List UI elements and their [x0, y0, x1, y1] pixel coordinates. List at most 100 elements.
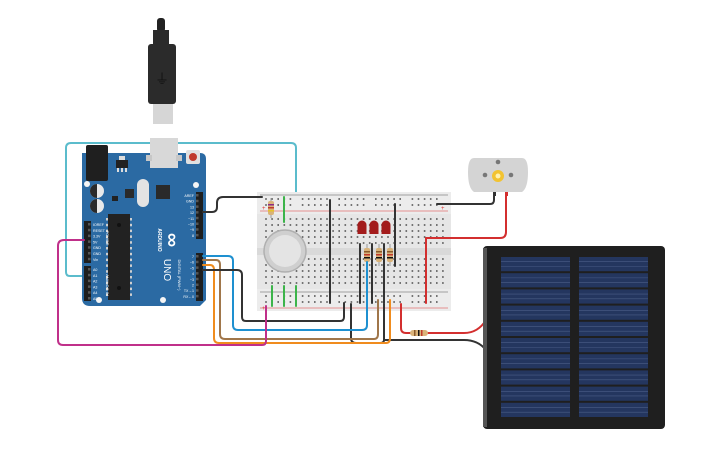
breadboard-hole[interactable] [405, 242, 408, 244]
breadboard-hole[interactable] [429, 218, 432, 220]
breadboard-hole[interactable] [320, 258, 322, 260]
breadboard-hole[interactable] [387, 236, 389, 238]
breadboard-hole[interactable] [307, 242, 310, 244]
breadboard-hole[interactable] [436, 242, 438, 244]
header-pin[interactable] [88, 273, 91, 277]
breadboard-hole[interactable] [265, 270, 267, 272]
breadboard-hole[interactable] [417, 301, 420, 303]
breadboard-hole[interactable] [362, 204, 365, 206]
breadboard-hole[interactable] [320, 301, 322, 303]
breadboard-hole[interactable] [350, 295, 353, 297]
breadboard-hole[interactable] [393, 270, 395, 272]
breadboard-hole[interactable] [399, 230, 401, 232]
wire-black-pin4[interactable] [202, 269, 345, 322]
breadboard-hole[interactable] [356, 198, 359, 200]
breadboard-hole[interactable] [265, 282, 267, 284]
breadboard-hole[interactable] [393, 276, 395, 278]
header-pin[interactable] [88, 257, 91, 261]
breadboard-hole[interactable] [344, 276, 347, 278]
breadboard-hole[interactable] [338, 218, 340, 220]
breadboard-hole[interactable] [332, 230, 334, 232]
breadboard-hole[interactable] [338, 198, 340, 200]
breadboard-hole[interactable] [301, 276, 304, 278]
breadboard-hole[interactable] [320, 230, 322, 232]
breadboard-hole[interactable] [375, 295, 377, 297]
header-pin[interactable] [196, 266, 199, 269]
breadboard-hole[interactable] [405, 218, 408, 220]
breadboard-hole[interactable] [271, 282, 273, 284]
header-pin[interactable] [88, 291, 91, 294]
breadboard-hole[interactable] [405, 270, 408, 272]
breadboard-hole[interactable] [277, 282, 279, 284]
breadboard-hole[interactable] [423, 276, 426, 278]
breadboard-hole[interactable] [307, 264, 310, 266]
breadboard-hole[interactable] [314, 258, 316, 260]
header-pin[interactable] [88, 279, 91, 283]
breadboard-hole[interactable] [436, 230, 438, 232]
breadboard-hole[interactable] [399, 198, 401, 200]
breadboard-hole[interactable] [326, 301, 328, 303]
breadboard-hole[interactable] [411, 264, 414, 266]
breadboard-hole[interactable] [417, 218, 420, 220]
breadboard-hole[interactable] [301, 230, 304, 232]
breadboard-hole[interactable] [307, 230, 310, 232]
breadboard-hole[interactable] [368, 282, 371, 284]
pullup-resistor[interactable] [268, 198, 274, 218]
breadboard-hole[interactable] [344, 301, 347, 303]
breadboard-hole[interactable] [436, 224, 438, 226]
breadboard-hole[interactable] [350, 218, 353, 220]
breadboard-hole[interactable] [326, 224, 328, 226]
breadboard-hole[interactable] [423, 282, 426, 284]
breadboard-hole[interactable] [429, 301, 432, 303]
breadboard-hole[interactable] [399, 224, 401, 226]
breadboard-hole[interactable] [320, 270, 322, 272]
breadboard-hole[interactable] [265, 264, 267, 266]
breadboard-hole[interactable] [362, 295, 365, 297]
breadboard-hole[interactable] [307, 301, 310, 303]
header-pin[interactable] [88, 268, 91, 271]
breadboard-hole[interactable] [265, 224, 267, 226]
breadboard-hole[interactable] [399, 258, 401, 260]
breadboard-hole[interactable] [326, 295, 328, 297]
breadboard-hole[interactable] [381, 301, 383, 303]
breadboard-hole[interactable] [314, 276, 316, 278]
breadboard-hole[interactable] [277, 295, 279, 297]
breadboard-hole[interactable] [314, 295, 316, 297]
breadboard-hole[interactable] [436, 282, 438, 284]
breadboard-hole[interactable] [326, 270, 328, 272]
breadboard-hole[interactable] [381, 264, 383, 266]
breadboard-hole[interactable] [338, 236, 340, 238]
breadboard-hole[interactable] [436, 198, 438, 200]
breadboard-hole[interactable] [417, 242, 420, 244]
breadboard-hole[interactable] [283, 224, 286, 226]
breadboard-hole[interactable] [350, 258, 353, 260]
breadboard-hole[interactable] [429, 258, 432, 260]
breadboard-hole[interactable] [277, 218, 279, 220]
breadboard-hole[interactable] [381, 204, 383, 206]
breadboard-hole[interactable] [356, 276, 359, 278]
header-pin[interactable] [196, 283, 199, 287]
header-pin[interactable] [196, 216, 199, 220]
breadboard-hole[interactable] [301, 204, 304, 206]
breadboard-hole[interactable] [326, 258, 328, 260]
breadboard-hole[interactable] [314, 282, 316, 284]
breadboard-hole[interactable] [436, 270, 438, 272]
led[interactable] [369, 220, 379, 235]
breadboard-hole[interactable] [271, 270, 273, 272]
breadboard-hole[interactable] [399, 276, 401, 278]
breadboard-hole[interactable] [350, 242, 353, 244]
breadboard-hole[interactable] [271, 230, 273, 232]
breadboard-hole[interactable] [344, 224, 347, 226]
breadboard-hole[interactable] [320, 218, 322, 220]
breadboard-hole[interactable] [417, 295, 420, 297]
breadboard-hole[interactable] [289, 282, 292, 284]
breadboard-hole[interactable] [405, 282, 408, 284]
breadboard-hole[interactable] [405, 230, 408, 232]
breadboard-hole[interactable] [362, 218, 365, 220]
breadboard-hole[interactable] [411, 282, 414, 284]
header-pin[interactable] [196, 194, 199, 197]
breadboard-hole[interactable] [417, 204, 420, 206]
breadboard-hole[interactable] [350, 301, 353, 303]
breadboard-hole[interactable] [368, 264, 371, 266]
breadboard-hole[interactable] [423, 258, 426, 260]
